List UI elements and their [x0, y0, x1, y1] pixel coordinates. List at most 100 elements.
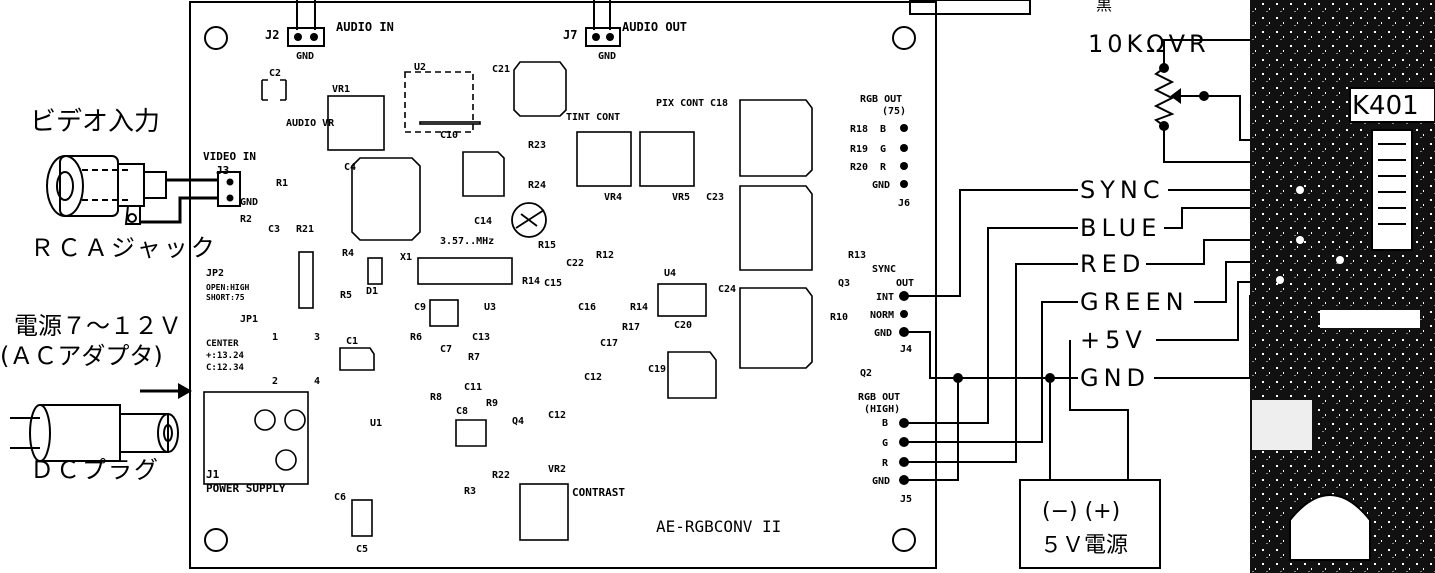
sync-label: SYNC [872, 264, 896, 275]
out-label: OUT [896, 278, 914, 289]
mount-hole [892, 528, 916, 552]
c13-label: C13 [472, 332, 490, 343]
r8-label: R8 [430, 392, 442, 403]
pin-1-label: 1 [272, 332, 278, 343]
j3-label: J3 [216, 164, 229, 177]
tint-cont-label: TINT CONT [566, 112, 620, 123]
power-supply-label: POWER SUPPLY [206, 482, 286, 495]
high-label: (HIGH) [864, 404, 900, 415]
gnd-label: GND [598, 51, 616, 62]
r14b-label: R14 [630, 302, 648, 313]
green-signal-label: GREEN [1080, 288, 1189, 316]
pix-cont-label: PIX CONT [656, 98, 704, 109]
sync-signal-label: SYNC [1080, 176, 1165, 204]
r21-label: R21 [296, 224, 314, 235]
c10-label: C10 [440, 130, 458, 141]
video-in-label: VIDEO IN [203, 150, 256, 163]
contrast-label: CONTRAST [572, 486, 625, 499]
supply-label: ５Ｖ電源 [1040, 533, 1128, 558]
q4-label: Q4 [512, 416, 524, 427]
audio-vr-label: AUDIO VR [286, 118, 335, 129]
r5-label: R5 [340, 290, 352, 301]
r22-label: R22 [492, 470, 510, 481]
vr5-label: VR5 [672, 192, 690, 203]
pin-2-label: 2 [272, 376, 278, 387]
supply-box: (−) (+) ５Ｖ電源 [1019, 479, 1161, 569]
red-signal-label: RED [1080, 250, 1145, 278]
u1-label: U1 [370, 418, 382, 429]
j4-label: J4 [900, 344, 912, 355]
gnd-label-j4: GND [874, 328, 892, 339]
j6-label: J6 [898, 198, 910, 209]
dc-plug-label: ＤＣプラグ [30, 456, 160, 484]
r4-label: R4 [342, 248, 354, 259]
r10-label: R10 [830, 312, 848, 323]
board-model-label: AE-RGBCONV II [656, 517, 781, 536]
power-label: 電源７～１２Ｖ [14, 312, 182, 340]
x1-label: X1 [400, 252, 412, 263]
v1234-label: C:12.34 [206, 363, 245, 373]
r17-label: R17 [622, 322, 640, 333]
rca-jack-label: ＲＣＡジャック [30, 234, 218, 262]
d1-label: D1 [366, 286, 378, 297]
mount-hole [204, 528, 228, 552]
trimmer-capacitor-icon [511, 202, 547, 238]
u4-label: U4 [664, 268, 676, 279]
c6-label: C6 [334, 492, 346, 503]
c2-label: C2 [269, 68, 281, 79]
gnd-label: GND [296, 51, 314, 62]
r23-label: R23 [528, 140, 546, 151]
arrow-right-icon [140, 383, 192, 399]
ac-adapter-label: (ＡＣアダプタ) [0, 342, 163, 370]
v1324-label: +:13.24 [206, 351, 245, 361]
c4-label: C4 [344, 162, 356, 173]
rgb-out-high-label: RGB OUT [858, 392, 900, 403]
u2-label: U2 [414, 62, 426, 73]
top-box [909, 0, 1031, 15]
c12-label: C12 [584, 372, 602, 383]
potentiometer-icon [1153, 67, 1204, 127]
audio-out-connector [585, 27, 621, 47]
r20-label: R20 [850, 162, 868, 173]
rgb-75-label: (75) [882, 106, 906, 117]
center-label: CENTER [206, 339, 239, 349]
rca-jack-icon [46, 155, 167, 225]
c1-label: C1 [346, 336, 358, 347]
plus5v-signal-label: +5V [1080, 326, 1147, 354]
q3-label: Q3 [838, 278, 850, 289]
r24-label: R24 [528, 180, 546, 191]
r13-label: R13 [848, 250, 866, 261]
short-75-label: SHORT:75 [206, 293, 245, 302]
gnd-signal-label: GND [1080, 364, 1150, 392]
crystal-freq-label: 3.57..MHz [440, 236, 494, 247]
r2-label: R2 [240, 214, 252, 225]
int-label: INT [876, 292, 894, 303]
gnd-pin-j5-label: GND [872, 476, 890, 487]
j1-label: J1 [206, 468, 220, 481]
norm-label: NORM [870, 310, 894, 321]
u3-label: U3 [484, 302, 496, 313]
vr4-label: VR4 [604, 192, 622, 203]
j5-label: J5 [900, 494, 912, 505]
r-pin-label: R [880, 162, 887, 173]
top-mark-label: 黒 [1096, 0, 1112, 14]
pin-4-label: 4 [314, 376, 320, 387]
c24-label: C24 [718, 284, 736, 295]
c7-label: C7 [440, 344, 452, 355]
pin-3-label: 3 [314, 332, 320, 343]
video-in-connector [217, 171, 241, 207]
c23-label: C23 [706, 192, 724, 203]
r3-label: R3 [464, 486, 476, 497]
r1-label: R1 [276, 178, 288, 189]
audio-out-label: AUDIO OUT [622, 20, 687, 34]
vr1-label: VR1 [332, 84, 350, 95]
r-pin-j5-label: R [882, 458, 889, 469]
g-pin-label: G [880, 144, 886, 155]
gnd-label-j3: GND [240, 197, 258, 208]
q2-label: Q2 [860, 368, 872, 379]
r7-label: R7 [468, 352, 480, 363]
c19-label: C19 [648, 364, 666, 375]
c15-label: C15 [544, 278, 562, 289]
polarity-label: (−) (+) [1042, 499, 1120, 524]
